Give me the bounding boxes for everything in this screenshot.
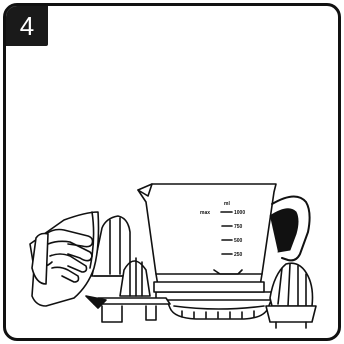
large-reamer-cone: [266, 263, 316, 328]
jug-mark-500: 500: [234, 238, 243, 244]
jug-mark-750: 750: [234, 224, 243, 230]
base-tray: [156, 292, 284, 319]
jug-max-label: max: [200, 210, 210, 216]
jug-mark-250: 250: [234, 252, 243, 258]
jug-mark-1000: 1000: [234, 210, 245, 216]
instruction-panel: 4: [3, 3, 341, 341]
cleaning-illustration: ml max 1000 750 500 250: [6, 6, 338, 338]
jug-unit-label: ml: [224, 201, 230, 207]
